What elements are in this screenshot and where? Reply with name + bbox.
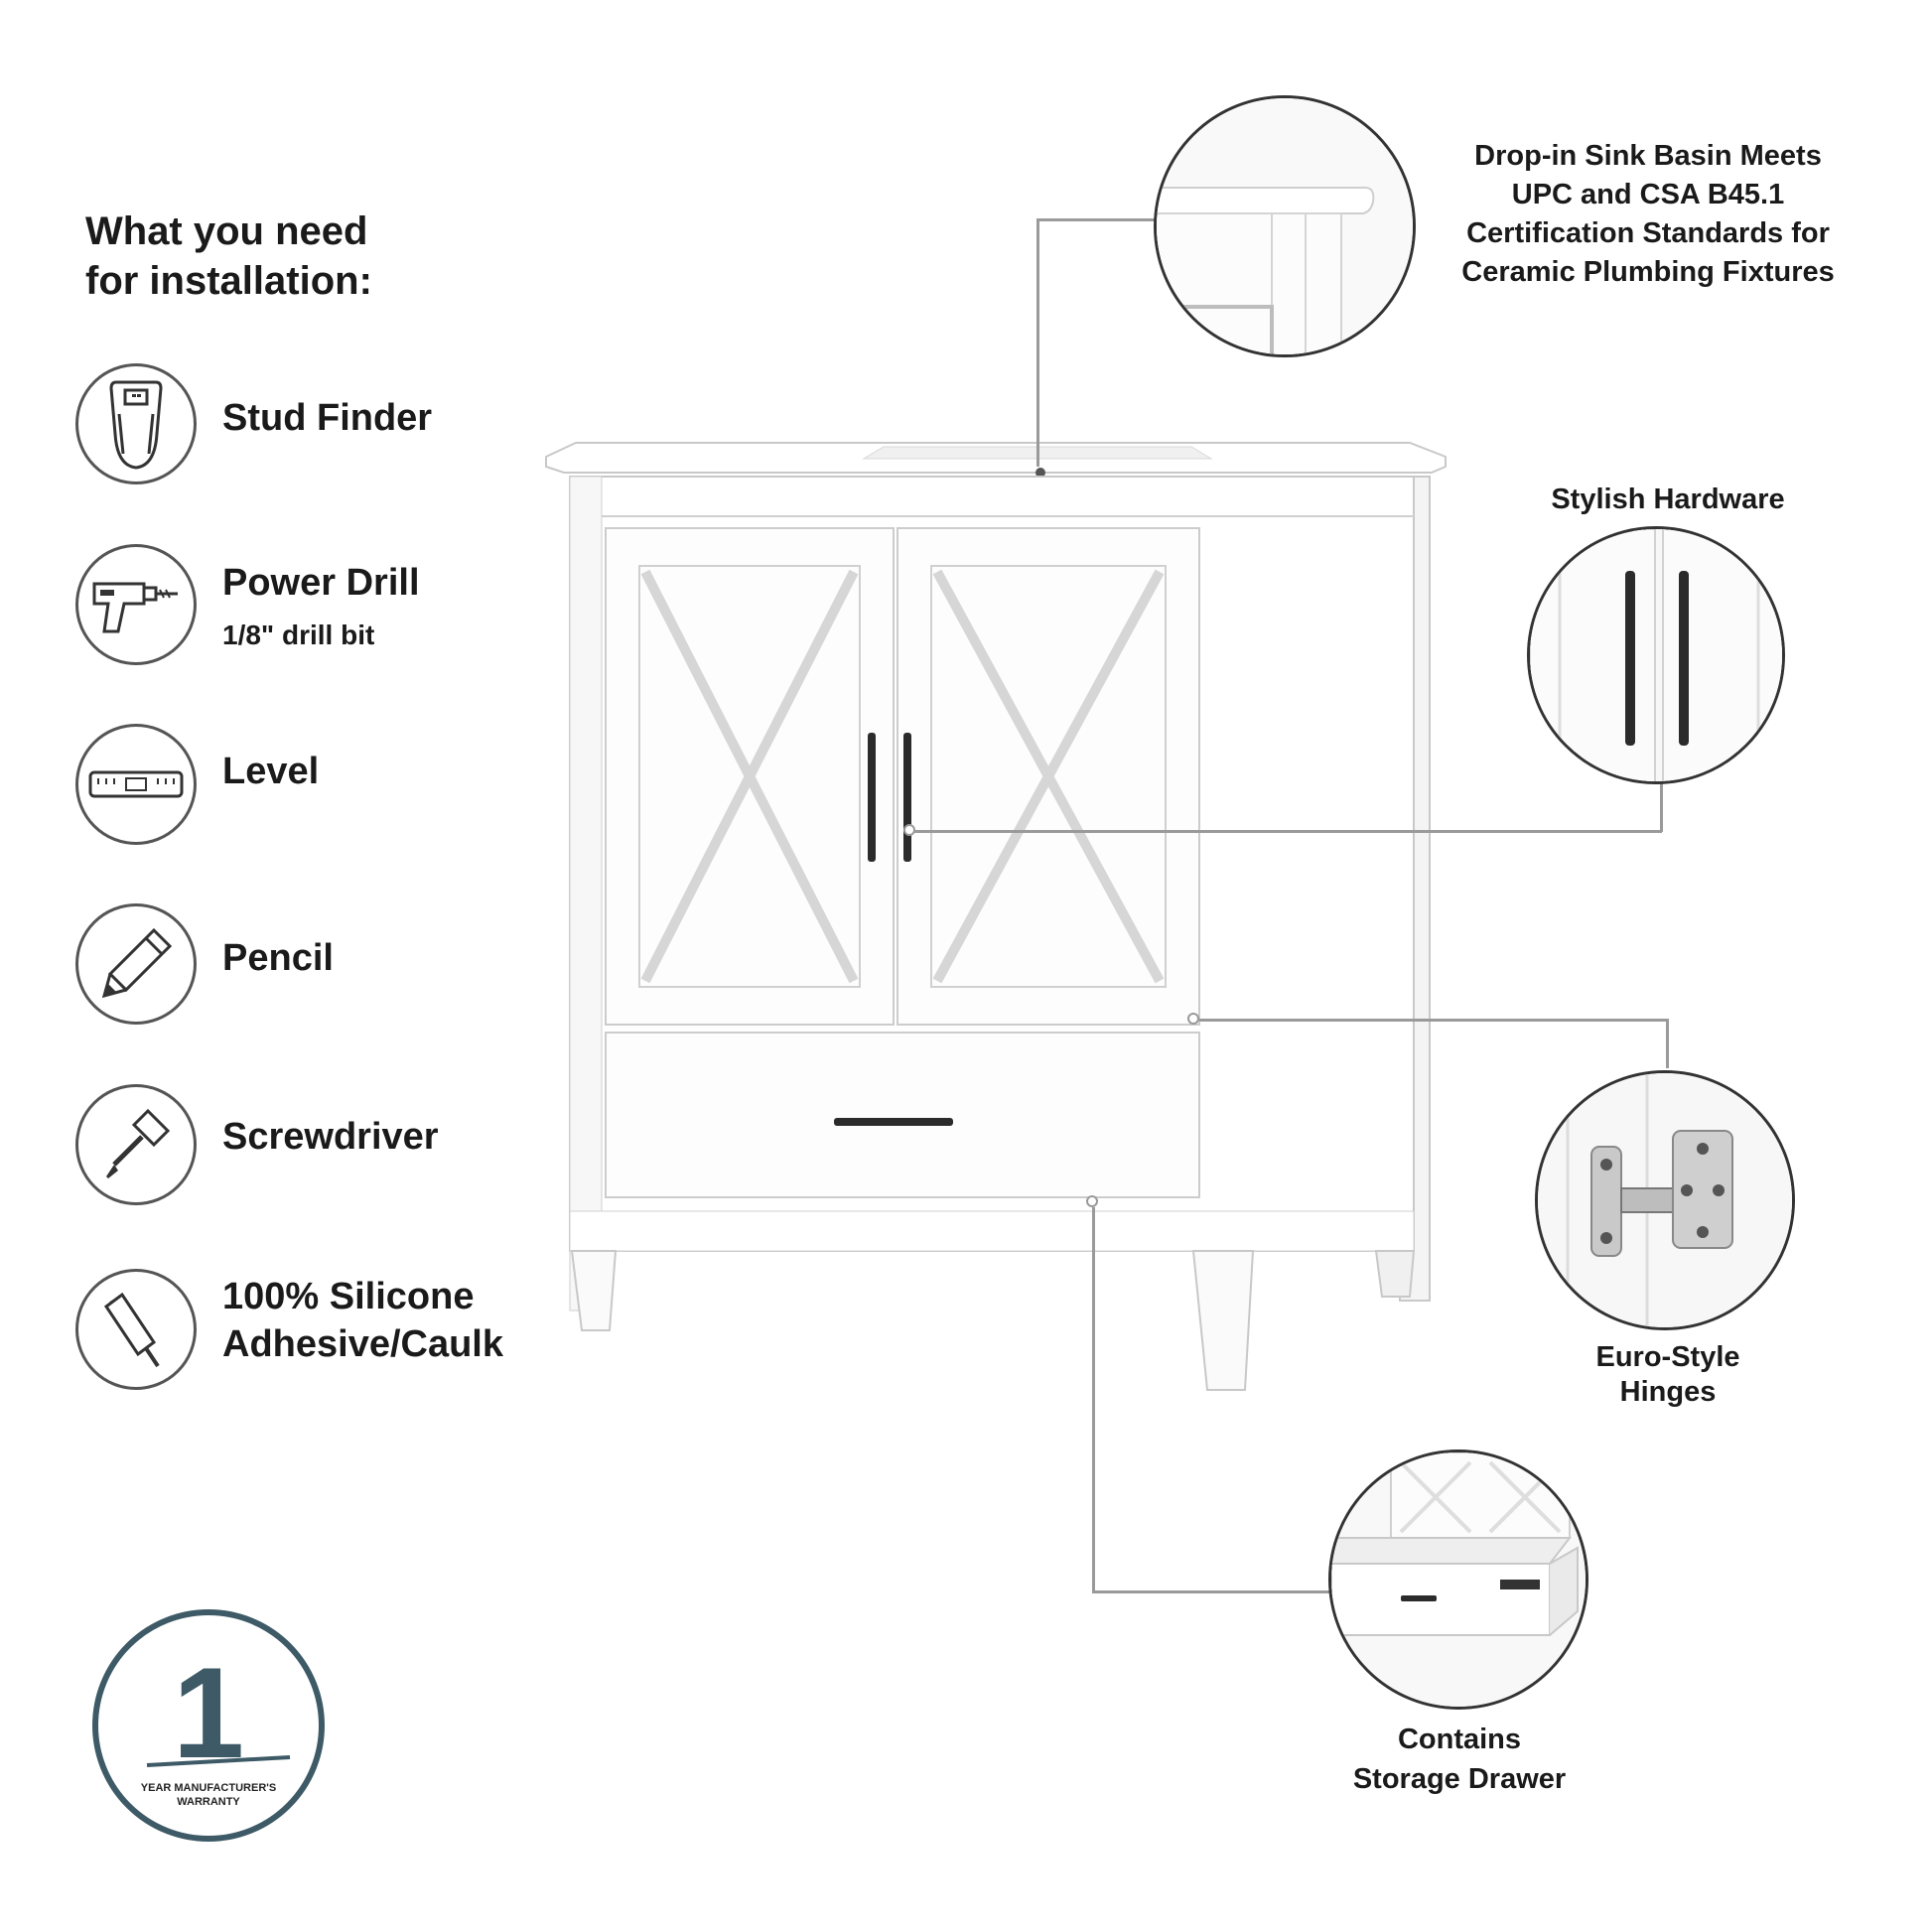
callout-dot-hinges <box>1187 1013 1199 1025</box>
pencil-icon <box>75 903 197 1025</box>
sink-detail-image <box>1154 95 1416 357</box>
heading-line-1: What you need <box>85 209 368 253</box>
vanity-product-image <box>536 437 1459 1400</box>
sink-text-line-2: UPC and CSA B45.1 <box>1511 179 1785 210</box>
drawer-detail-image <box>1328 1449 1588 1710</box>
drawer-text-line-2: Storage Drawer <box>1352 1763 1567 1795</box>
heading-line-2: for installation: <box>85 259 372 303</box>
tool-label-caulk: 100% Silicone Adhesive/Caulk <box>222 1273 503 1368</box>
hinges-callout-text: Euro-Style Hinges <box>1529 1340 1807 1410</box>
caulk-label-line-1: 100% Silicone <box>222 1276 475 1317</box>
installation-heading: What you need for installation: <box>85 207 372 306</box>
callout-line-sink-v <box>1036 218 1039 467</box>
warranty-line-2: WARRANTY <box>177 1796 240 1808</box>
callout-line-hardware-v <box>1660 776 1663 832</box>
callout-line-drawer-v <box>1092 1207 1095 1592</box>
tool-label-power-drill: Power Drill <box>222 562 420 604</box>
sink-text-line-3: Certification Standards for <box>1466 217 1830 249</box>
hinges-detail-image <box>1535 1070 1795 1330</box>
callout-line-hinges-v <box>1666 1019 1669 1068</box>
sink-text-line-1: Drop-in Sink Basin Meets <box>1474 140 1822 172</box>
stud-finder-icon <box>75 363 197 484</box>
hardware-callout-label: Stylish Hardware <box>1551 483 1785 515</box>
screwdriver-icon <box>75 1084 197 1205</box>
tool-label-screwdriver: Screwdriver <box>222 1116 439 1158</box>
callout-line-hardware-h <box>913 830 1662 833</box>
callout-line-drawer-h <box>1092 1590 1330 1593</box>
hardware-detail-image <box>1527 526 1785 784</box>
drawer-text-line-1: Contains <box>1397 1724 1522 1755</box>
hinges-text-line-1: Euro-Style <box>1595 1341 1740 1373</box>
hinges-text-line-2: Hinges <box>1619 1376 1717 1408</box>
callout-line-sink-h <box>1036 218 1156 221</box>
callout-line-hinges-h <box>1199 1019 1668 1022</box>
drawer-callout-text: Contains Storage Drawer <box>1311 1720 1608 1799</box>
sink-text-line-4: Ceramic Plumbing Fixtures <box>1461 256 1835 288</box>
callout-dot-hardware <box>903 824 915 836</box>
tool-sublabel-drill-bit: 1/8" drill bit <box>222 620 375 650</box>
level-icon <box>75 724 197 845</box>
tool-label-pencil: Pencil <box>222 937 334 979</box>
warranty-line-1: YEAR MANUFACTURER'S <box>140 1782 277 1794</box>
tool-label-stud-finder: Stud Finder <box>222 397 433 439</box>
caulk-label-line-2: Adhesive/Caulk <box>222 1323 503 1365</box>
callout-dot-drawer <box>1086 1195 1098 1207</box>
warranty-badge: 1 YEAR MANUFACTURER'S WARRANTY <box>91 1608 326 1843</box>
sink-callout-text: Drop-in Sink Basin Meets UPC and CSA B45… <box>1430 137 1866 292</box>
warranty-text: YEAR MANUFACTURER'S WARRANTY <box>91 1781 326 1809</box>
power-drill-icon <box>75 544 197 665</box>
caulk-icon <box>75 1269 197 1390</box>
tool-label-level: Level <box>222 751 320 792</box>
